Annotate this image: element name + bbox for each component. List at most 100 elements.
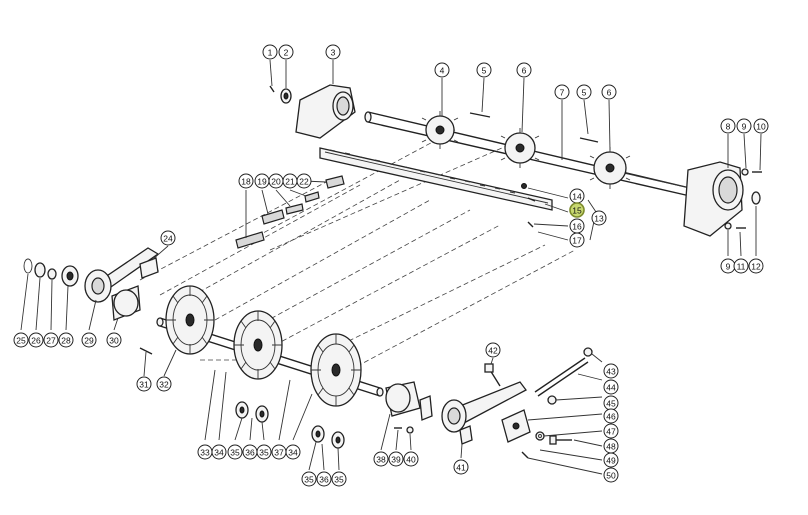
callout-c31: 31 (136, 376, 152, 392)
callout-circle (256, 444, 272, 460)
tensioner-block-46 (501, 409, 531, 443)
bearing-flange-left (295, 84, 356, 139)
callout-c18: 18 (238, 173, 254, 189)
callout-circle (603, 467, 619, 483)
callout-c19: 19 (254, 173, 270, 189)
callout-c3: 3 (325, 44, 341, 60)
callout-circle (485, 342, 501, 358)
callout-c13: 13 (591, 210, 607, 226)
callout-number: 19 (257, 177, 267, 187)
callout-c6b: 6 (601, 84, 617, 100)
callout-c39: 39 (388, 451, 404, 467)
callout-number: 48 (606, 442, 616, 452)
callout-c8: 8 (720, 118, 736, 134)
callout-number: 29 (84, 336, 94, 346)
callout-number: 49 (606, 456, 616, 466)
callout-circle (28, 332, 44, 348)
callout-circle (569, 202, 585, 218)
callout-c32: 32 (156, 376, 172, 392)
callout-c34a: 34 (211, 444, 227, 460)
callout-c27: 27 (43, 332, 59, 348)
callout-c43: 43 (603, 363, 619, 379)
callout-number: 6 (522, 66, 527, 76)
callout-number: 35 (334, 475, 344, 485)
callout-c9b: 9 (720, 258, 736, 274)
callout-number: 1 (268, 48, 273, 58)
callout-number: 28 (61, 336, 71, 346)
callout-c36a: 36 (242, 444, 258, 460)
lever-arm-24 (84, 247, 160, 303)
callout-circle (603, 379, 619, 395)
callout-c17: 17 (569, 232, 585, 248)
callout-number: 32 (159, 380, 169, 390)
callout-circle (227, 444, 243, 460)
callout-c33: 33 (197, 444, 213, 460)
callout-circle (156, 376, 172, 392)
callout-number: 38 (376, 455, 386, 465)
callout-c34b: 34 (285, 444, 301, 460)
callout-c16: 16 (569, 218, 585, 234)
flange-hardware-right (724, 168, 762, 230)
callout-number: 40 (406, 455, 416, 465)
lower-bearings-a (235, 401, 269, 423)
callout-number: 36 (245, 448, 255, 458)
callout-number: 18 (241, 177, 251, 187)
callout-c30: 30 (106, 332, 122, 348)
callout-circle (136, 376, 152, 392)
callout-circle (603, 423, 619, 439)
key-5a (469, 112, 491, 118)
callout-circle (576, 84, 592, 100)
callout-c21: 21 (282, 173, 298, 189)
callout-circle (603, 452, 619, 468)
callout-c44: 44 (603, 379, 619, 395)
callout-number: 30 (109, 336, 119, 346)
callout-circle (325, 44, 341, 60)
lower-left-bearing-stack (23, 258, 79, 287)
callout-c9a: 9 (736, 118, 752, 134)
callout-number: 43 (606, 367, 616, 377)
callout-c28: 28 (58, 332, 74, 348)
callout-circle (720, 118, 736, 134)
callout-number: 8 (726, 122, 731, 132)
callout-circle (316, 471, 332, 487)
callout-c1: 1 (262, 44, 278, 60)
callout-c14: 14 (569, 188, 585, 204)
bearing-1-2 (269, 85, 292, 104)
callout-circle (296, 173, 312, 189)
callout-circle (388, 451, 404, 467)
callout-number: 16 (572, 222, 582, 232)
callout-number: 5 (482, 66, 487, 76)
callout-circle (331, 471, 347, 487)
callout-number: 14 (572, 192, 582, 202)
callout-leaders (20, 59, 762, 475)
callout-number: 25 (16, 336, 26, 346)
callout-number: 44 (606, 383, 616, 393)
lower-wheel-33 (233, 310, 283, 380)
callout-number: 33 (200, 448, 210, 458)
callout-circle (516, 62, 532, 78)
callout-c37: 37 (271, 444, 287, 460)
callout-circle (81, 332, 97, 348)
callout-number: 10 (756, 122, 766, 132)
callout-number: 34 (214, 448, 224, 458)
callout-circle (238, 173, 254, 189)
callout-circle (434, 62, 450, 78)
lever-arm-41 (441, 381, 527, 445)
callout-number: 24 (163, 234, 173, 244)
callout-number: 15 (572, 206, 582, 216)
callout-c29: 29 (81, 332, 97, 348)
callout-c10: 10 (753, 118, 769, 134)
callout-c45: 45 (603, 395, 619, 411)
callout-circle (211, 444, 227, 460)
callout-c47: 47 (603, 423, 619, 439)
upper-sprocket-6a (500, 128, 540, 168)
callout-circle (603, 408, 619, 424)
callout-number: 35 (259, 448, 269, 458)
lower-wheel-32 (165, 285, 215, 355)
callout-circle (733, 258, 749, 274)
callout-number: 45 (606, 399, 616, 409)
callout-c50: 50 (603, 467, 619, 483)
